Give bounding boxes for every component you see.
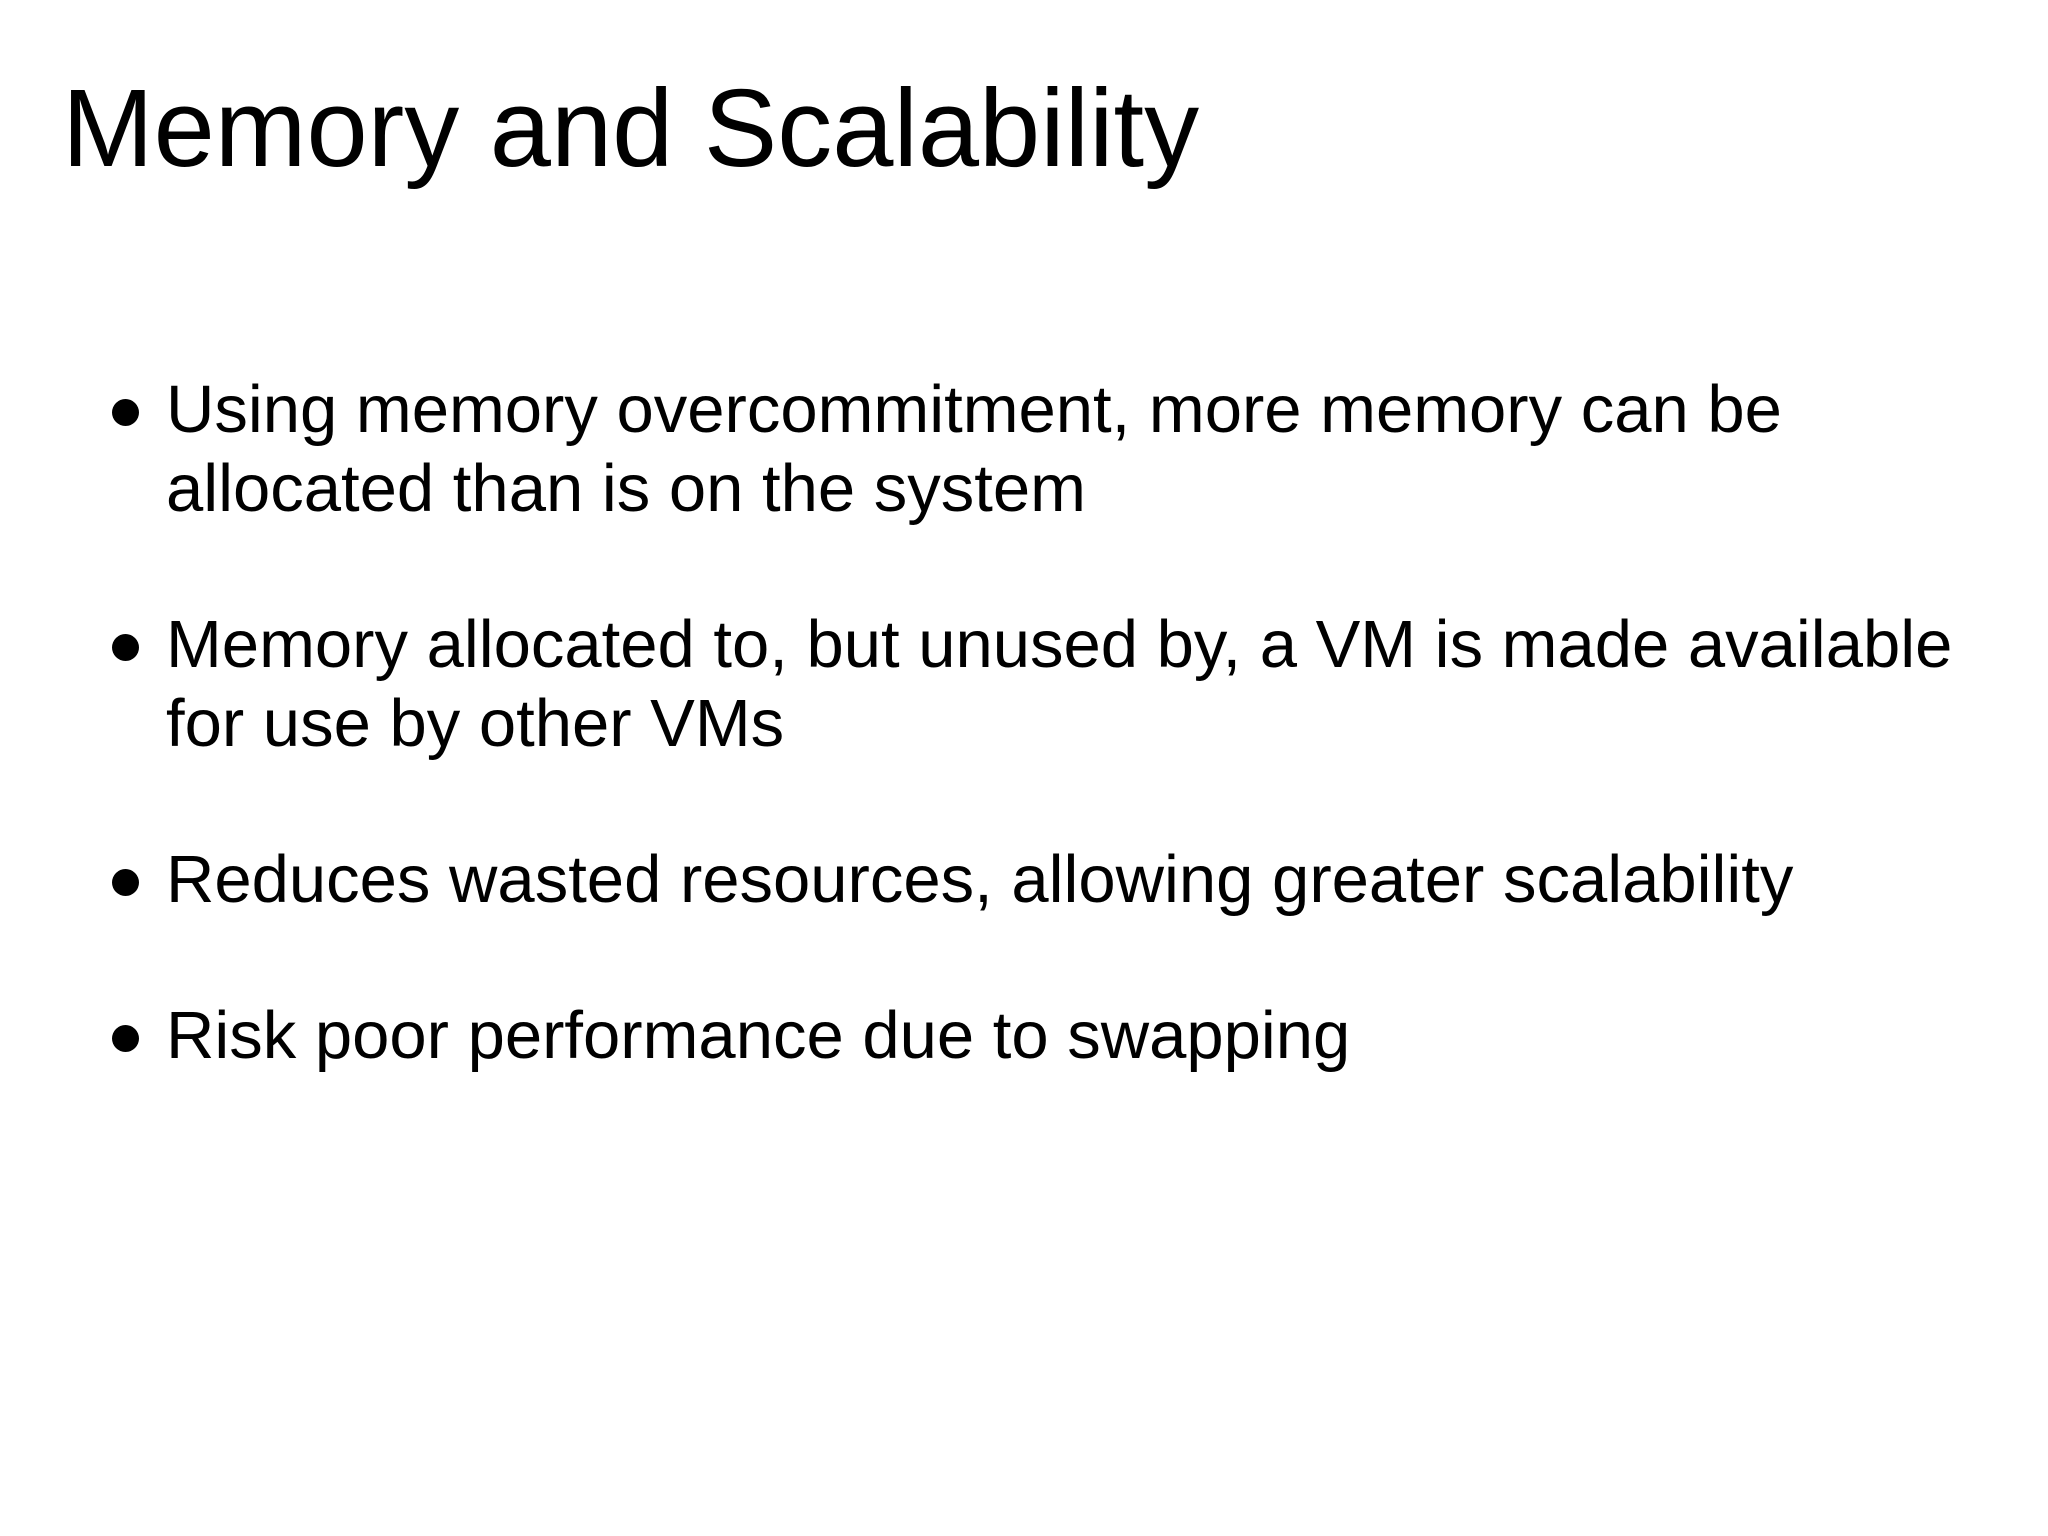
bullet-text: Risk poor performance due to swapping	[166, 998, 1351, 1073]
bullet-text: Reduces wasted resources, allowing great…	[166, 842, 1794, 917]
bullet-text: Using memory overcommitment, more memory…	[166, 372, 1782, 526]
bullet-dot-icon	[112, 1025, 139, 1052]
bullet-item: Memory allocated to, but unused by, a VM…	[112, 605, 1992, 763]
bullet-dot-icon	[112, 399, 139, 426]
bullet-dot-icon	[112, 634, 139, 661]
bullet-item: Using memory overcommitment, more memory…	[112, 370, 1992, 528]
bullet-item: Reduces wasted resources, allowing great…	[112, 840, 1992, 919]
bullet-dot-icon	[112, 869, 139, 896]
bullet-list: Using memory overcommitment, more memory…	[112, 370, 1992, 1152]
bullet-item: Risk poor performance due to swapping	[112, 996, 1992, 1075]
bullet-text: Memory allocated to, but unused by, a VM…	[166, 607, 1953, 761]
slide-title: Memory and Scalability	[62, 67, 1200, 190]
